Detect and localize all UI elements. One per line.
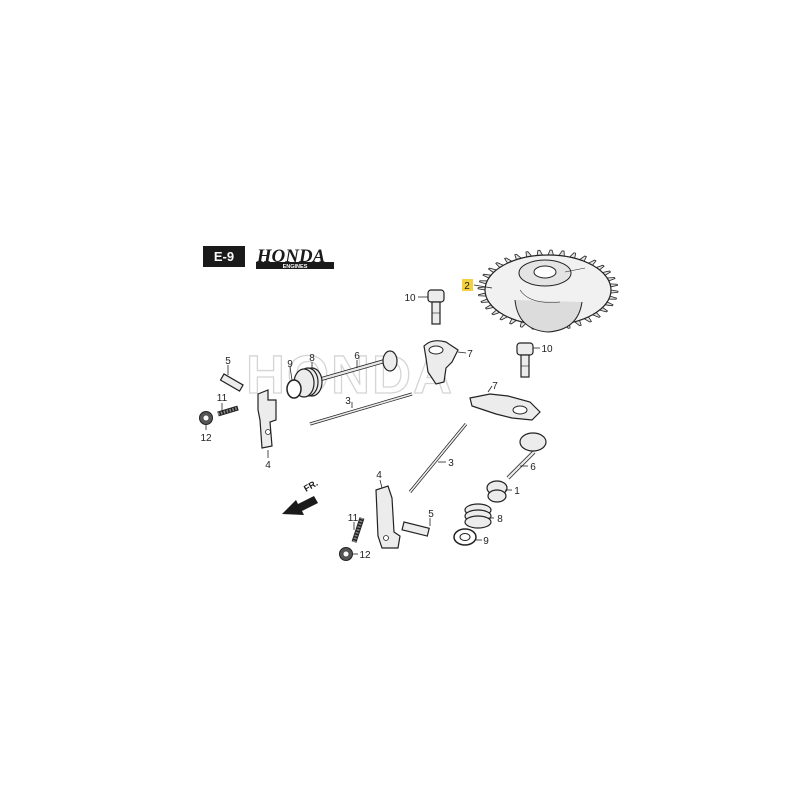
valve-lower (506, 432, 547, 480)
callout-12-upper: 12 (200, 433, 212, 444)
callout-1: 1 (514, 486, 520, 497)
callout-3-lower: 3 (448, 458, 454, 469)
bracket-lower (375, 485, 401, 549)
callout-12-lower: 12 (359, 550, 371, 561)
gear-mark (564, 267, 586, 273)
nut-upper (199, 411, 213, 425)
nut-lower (339, 547, 353, 561)
callout-8-lower: 8 (497, 514, 503, 525)
callout-11-lower: 11 (348, 513, 359, 524)
retainer-upper (286, 379, 302, 399)
callout-10-right: 10 (541, 344, 553, 355)
push-rod-upper (309, 392, 413, 426)
front-arrow-icon (282, 496, 318, 515)
callout-2: 2 (464, 281, 470, 292)
brand-sub: ENGINES (283, 264, 308, 270)
gear-lobe (519, 289, 561, 303)
callout-5-upper: 5 (225, 356, 231, 367)
valve-upper (317, 350, 398, 382)
brand-logo: HONDA (256, 246, 326, 267)
push-rod-lower (408, 423, 468, 493)
stud-upper (217, 405, 239, 417)
callout-4-lower: 4 (376, 470, 382, 481)
callout-7-lower: 7 (492, 381, 498, 392)
callout-8-upper: 8 (309, 353, 315, 364)
callout-6-lower: 6 (530, 462, 536, 473)
callout-11-upper: 11 (217, 393, 228, 404)
diagram-header: E-9 HONDA ENGINES (203, 246, 334, 270)
stud-lower (351, 517, 365, 543)
callout-4-upper: 4 (265, 460, 271, 471)
callout-6-upper: 6 (354, 351, 360, 362)
section-code: E-9 (214, 249, 234, 264)
front-direction-label: FR. (302, 478, 320, 494)
callout-2-highlight (462, 279, 473, 291)
bracket-upper (257, 389, 277, 449)
gear-tooth (547, 249, 555, 256)
retainer-lower (453, 528, 477, 546)
gear-bore (533, 265, 557, 279)
gear-tooth (477, 286, 486, 291)
bolt-right (516, 342, 534, 378)
section-code-badge (203, 246, 245, 267)
valve-spring-lower (464, 503, 492, 529)
callout-3-upper: 3 (345, 396, 351, 407)
pin-upper (219, 373, 244, 392)
callout-5-lower: 5 (428, 509, 434, 520)
gear-tooth (610, 289, 619, 294)
camshaft-gear (477, 249, 619, 333)
callout-9-upper: 9 (287, 359, 293, 370)
watermark: HONDA (246, 345, 454, 405)
callout-labels: 2 10 10 7 7 5 9 8 6 3 11 12 4 3 6 1 4 5 … (200, 279, 553, 561)
valve-seal-lower (486, 480, 508, 503)
callout-10-upper: 10 (404, 293, 416, 304)
gear-hub (514, 299, 583, 333)
bolt-upper (427, 289, 445, 325)
rocker-arm-upper (423, 340, 459, 385)
callout-7-upper: 7 (467, 349, 473, 360)
pin-lower (401, 521, 430, 537)
brand-sub-bar (256, 262, 334, 269)
front-direction-indicator: FR. (282, 478, 320, 515)
callout-9-lower: 9 (483, 536, 489, 547)
rocker-arm-lower (469, 393, 541, 421)
leader-lines (205, 284, 540, 555)
